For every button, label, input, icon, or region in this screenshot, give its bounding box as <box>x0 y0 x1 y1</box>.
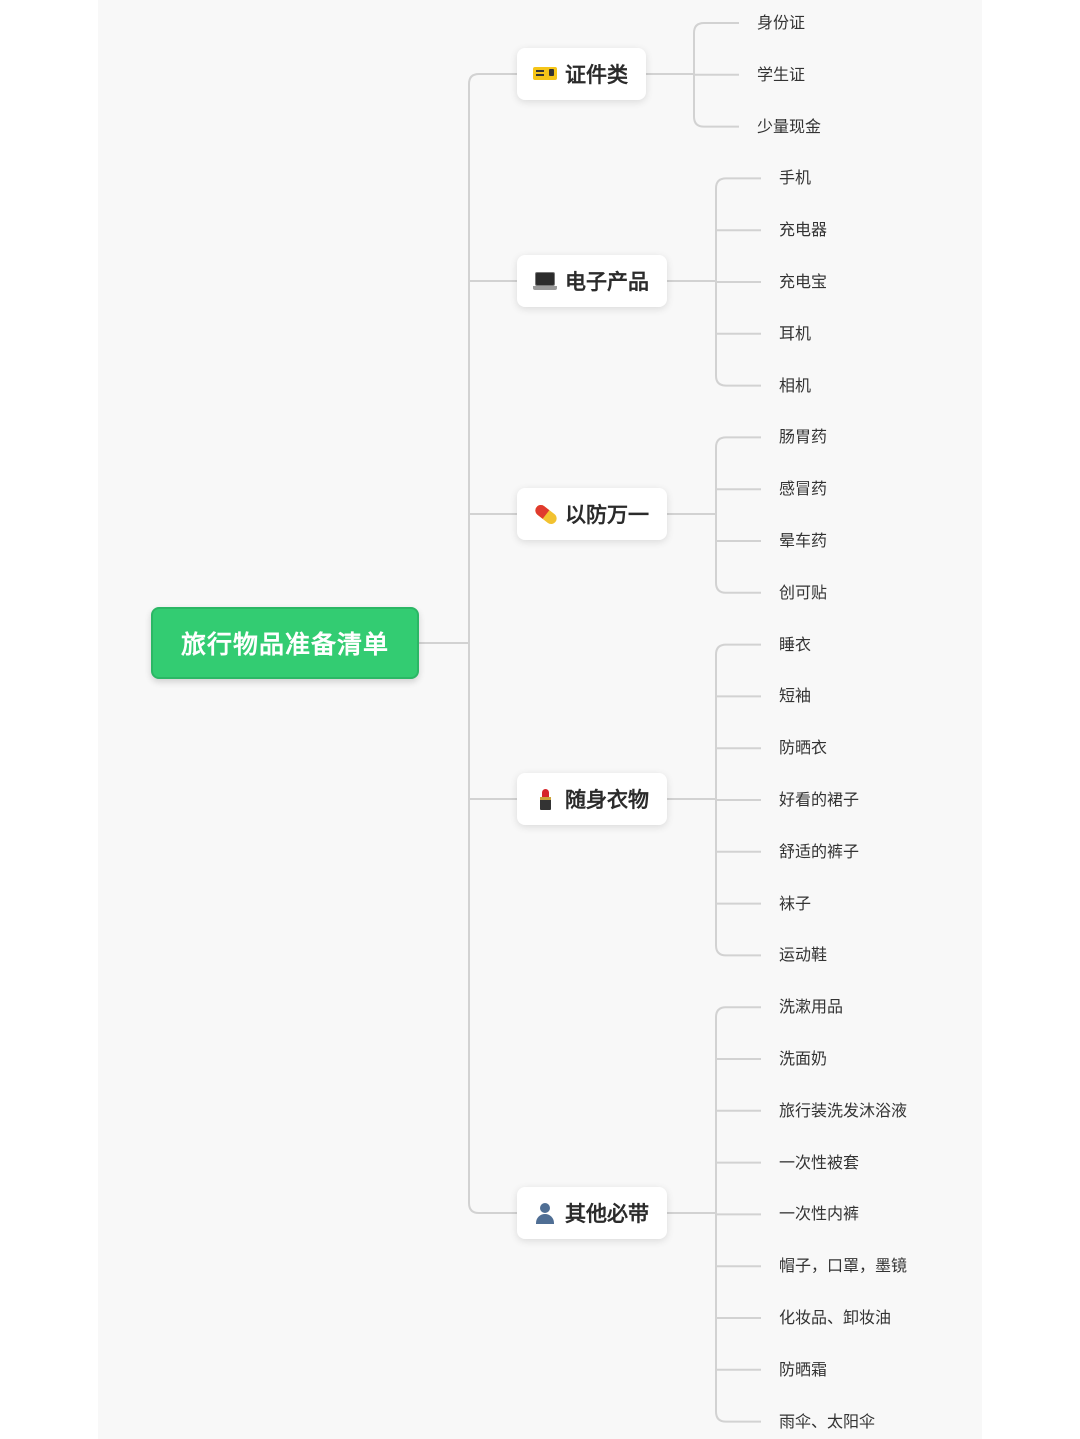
laptop-icon <box>533 269 557 293</box>
leaf-item[interactable]: 化妆品、卸妆油 <box>779 1308 892 1327</box>
id-card-icon <box>533 62 557 86</box>
leaf-item[interactable]: 防晒霜 <box>779 1359 828 1379</box>
leaf-item[interactable]: 洗面奶 <box>779 1049 828 1068</box>
person-icon <box>533 1201 557 1225</box>
leaf-item[interactable]: 感冒药 <box>779 479 828 499</box>
leaf-item[interactable]: 旅行装洗发沐浴液 <box>779 1100 908 1120</box>
leaf-item[interactable]: 肠胃药 <box>779 427 828 447</box>
category-node-clothing[interactable]: 随身衣物 <box>517 773 667 825</box>
leaf-item[interactable]: 帽子，口罩，墨镜 <box>779 1256 908 1276</box>
leaf-item[interactable]: 睡衣 <box>779 634 812 654</box>
root-node-label: 旅行物品准备清单 <box>180 630 389 659</box>
leaf-item[interactable]: 学生证 <box>757 64 806 84</box>
leaf-item[interactable]: 好看的裙子 <box>779 790 860 809</box>
leaf-item[interactable]: 袜子 <box>779 893 812 913</box>
leaf-item[interactable]: 洗漱用品 <box>779 997 844 1017</box>
leaf-item[interactable]: 少量现金 <box>757 116 822 136</box>
leaf-item[interactable]: 身份证 <box>757 13 806 32</box>
lipstick-icon <box>533 787 557 811</box>
leaf-item[interactable]: 一次性被套 <box>779 1152 860 1172</box>
leaf-item[interactable]: 晕车药 <box>779 531 828 550</box>
category-label: 证件类 <box>565 63 628 87</box>
category-node-documents[interactable]: 证件类 <box>517 48 646 100</box>
category-label: 电子产品 <box>565 270 649 294</box>
leaf-item[interactable]: 手机 <box>779 168 812 188</box>
leaf-item[interactable]: 相机 <box>779 375 812 395</box>
category-label: 其他必带 <box>565 1202 649 1226</box>
leaf-item[interactable]: 雨伞、太阳伞 <box>779 1411 876 1431</box>
category-label: 随身衣物 <box>565 788 649 812</box>
category-node-electronics[interactable]: 电子产品 <box>517 255 667 307</box>
leaf-item[interactable]: 短袖 <box>779 686 812 706</box>
root-node[interactable]: 旅行物品准备清单 <box>151 607 419 679</box>
leaf-item[interactable]: 充电宝 <box>779 272 828 291</box>
leaf-item[interactable]: 一次性内裤 <box>779 1204 860 1224</box>
leaf-item[interactable]: 防晒衣 <box>779 738 828 758</box>
leaf-item[interactable]: 耳机 <box>779 323 812 343</box>
leaf-item[interactable]: 舒适的裤子 <box>779 841 860 861</box>
leaf-item[interactable]: 创可贴 <box>779 582 828 602</box>
category-node-just-in-case[interactable]: 以防万一 <box>517 488 667 540</box>
leaf-item[interactable]: 运动鞋 <box>779 945 828 965</box>
pill-icon <box>533 502 559 527</box>
category-label: 以防万一 <box>565 503 649 527</box>
category-node-other-essentials[interactable]: 其他必带 <box>517 1187 667 1239</box>
leaf-item[interactable]: 充电器 <box>779 220 828 240</box>
